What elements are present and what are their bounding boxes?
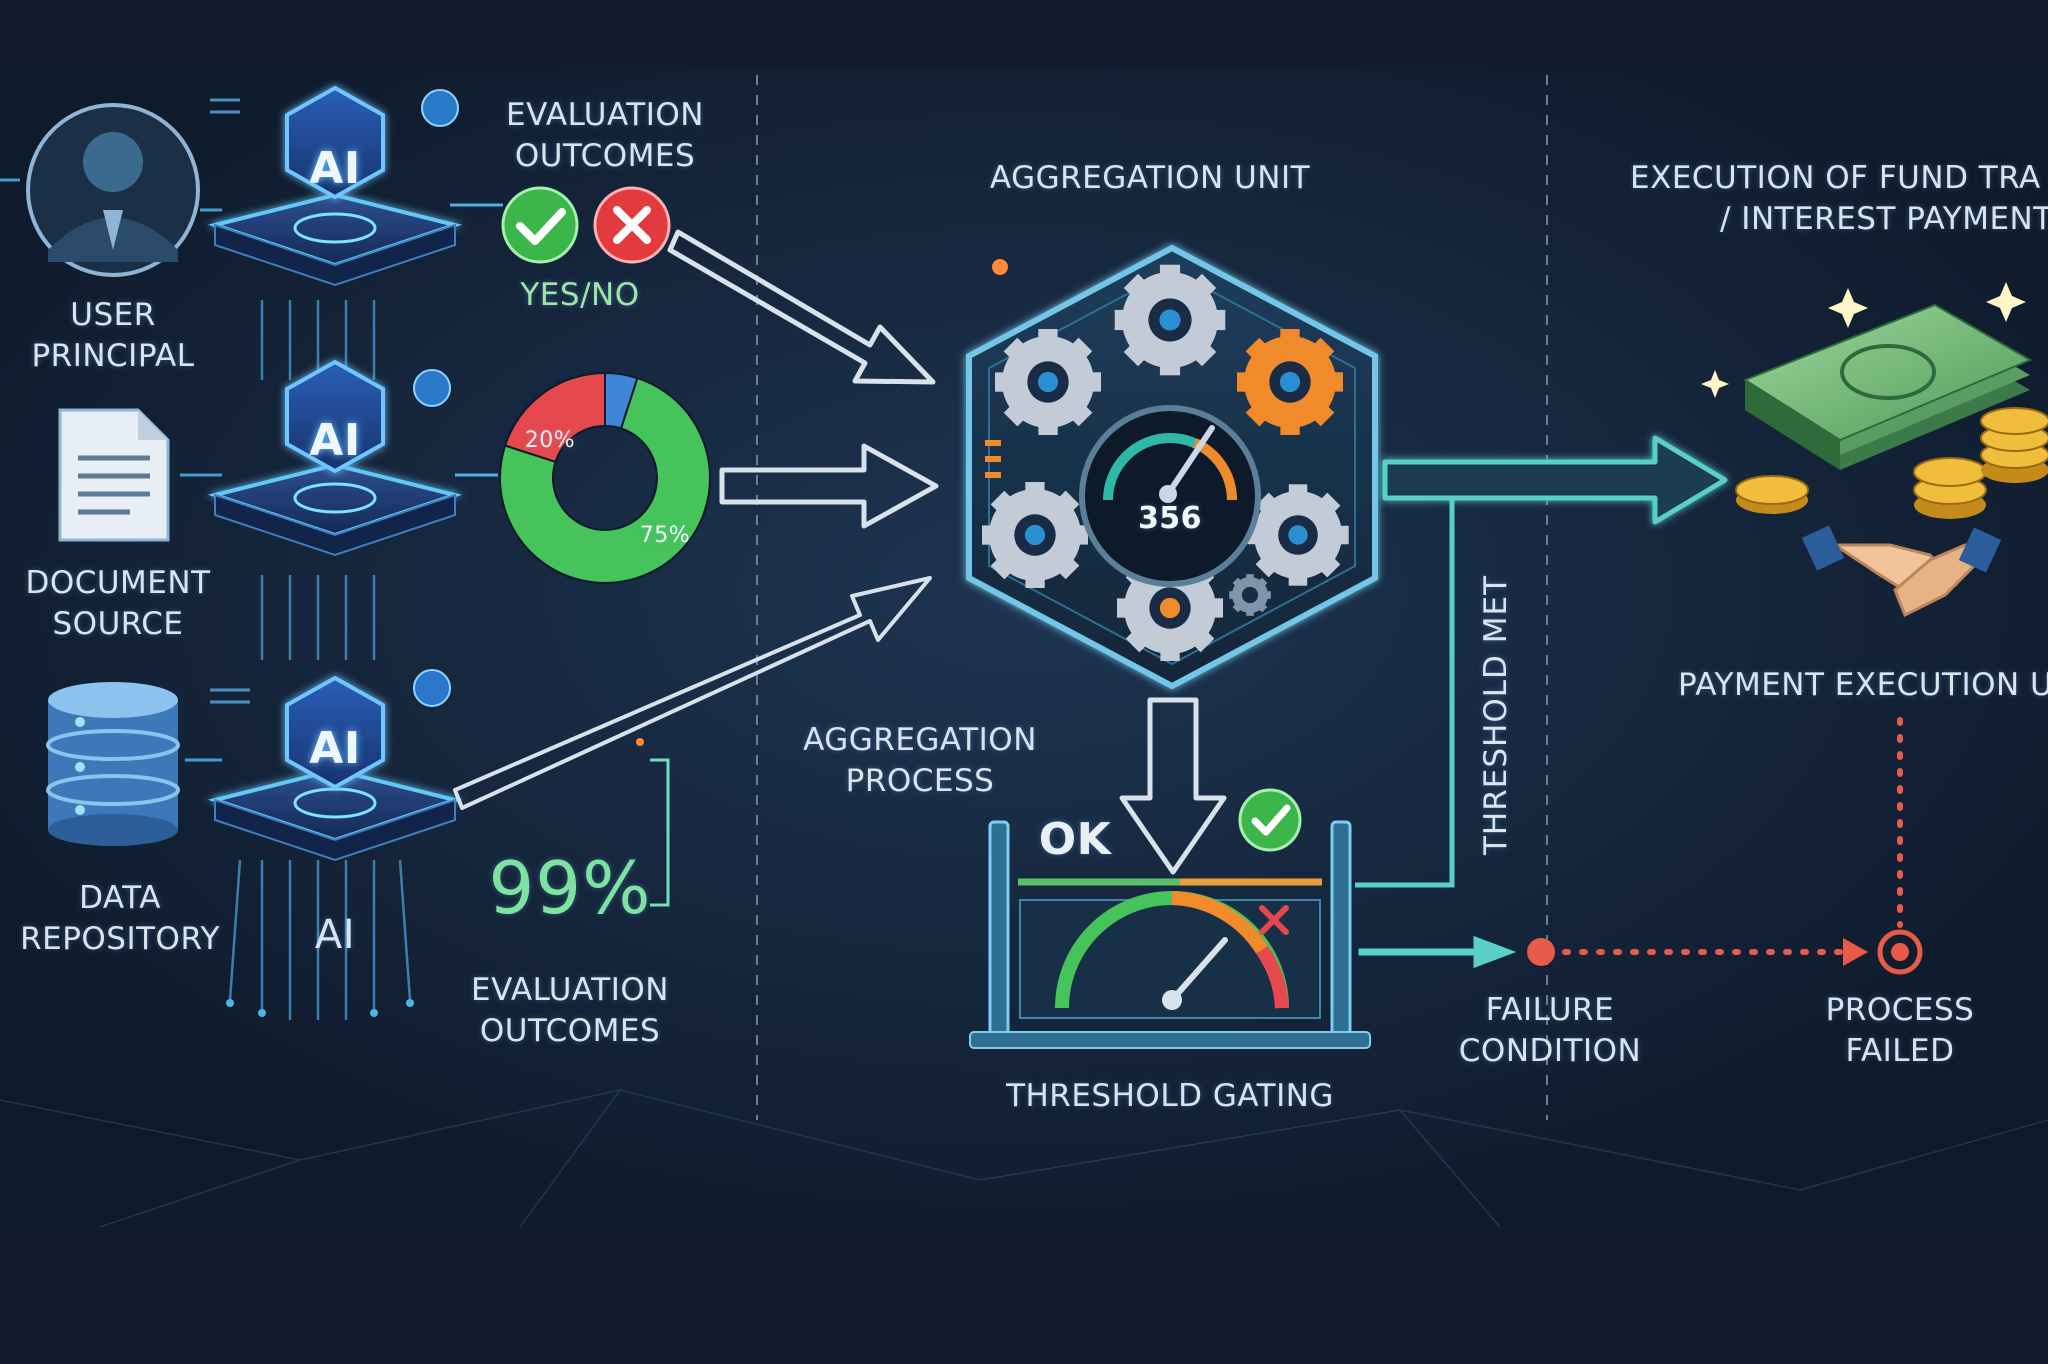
aggregation-score: 356 (1137, 501, 1203, 536)
arrow-to-failure (1358, 935, 1517, 969)
ai-node-2 (207, 359, 463, 557)
arrow-down-to-gating (1119, 697, 1227, 875)
threshold-gate (969, 820, 1371, 1049)
trace-dots (226, 999, 414, 1017)
gear-icon-5 (1247, 484, 1349, 586)
database-icon (46, 682, 180, 846)
coin-stack-icon (1735, 407, 2048, 519)
gear-icon-6 (1117, 555, 1223, 661)
ai-caption: AI (314, 912, 356, 958)
circuit-traces (228, 300, 412, 1020)
gate-cross-icon (1259, 905, 1289, 935)
aggregation-unit-title: AGGREGATION UNIT (989, 160, 1311, 196)
indicator-bars-left (985, 440, 1001, 478)
sparkle-icons (1701, 282, 2026, 398)
confidence-bracket (650, 758, 670, 907)
input-connectors (0, 178, 222, 762)
confidence-percent: 99% (488, 846, 652, 930)
signal-lines (210, 98, 250, 704)
arrow-to-payment (1382, 435, 1728, 525)
spark-dots (636, 259, 1008, 746)
donut-percent-red: 20% (524, 428, 576, 453)
cash-stack-icon (1742, 303, 2033, 470)
user-avatar-icon (26, 103, 200, 277)
threshold-met-label: THRESHOLD MET (1478, 574, 1514, 855)
arrow-middle (719, 443, 939, 529)
yes-check-icon (501, 186, 579, 264)
handshake-icon (1801, 525, 2002, 618)
yes-no-label: YES/NO (520, 277, 640, 313)
aggregation-gauge (1079, 405, 1261, 587)
gear-icon-2 (995, 329, 1101, 435)
gate-ok-label: OK (1038, 814, 1112, 865)
chat-bubble-icons (413, 89, 459, 707)
network-background (0, 1089, 2048, 1228)
execution-title: EXECUTION OF FUND TRA / INTEREST PAYMENT (1630, 160, 2048, 237)
arrow-bottom (453, 576, 932, 810)
gear-icon-4 (982, 482, 1088, 588)
ok-check-icon (1238, 788, 1302, 852)
gear-icon-3 (1237, 329, 1343, 435)
ai-node-label-2: AI (309, 415, 361, 466)
gear-icon-7 (1229, 574, 1271, 616)
gear-icon-1 (1114, 264, 1226, 376)
ai-node-3 (207, 675, 463, 862)
ai-node-1 (207, 85, 463, 287)
donut-percent-green: 75% (639, 523, 691, 548)
donut-chart (498, 371, 711, 584)
threshold-met-path (1355, 490, 1455, 888)
donut-slice-red (503, 371, 606, 464)
ai-node-label-1: AI (309, 143, 361, 194)
no-cross-icon (593, 186, 671, 264)
payment-execution-unit-label: PAYMENT EXECUTION U (1678, 667, 2048, 703)
ai-node-label-3: AI (309, 723, 361, 774)
failure-dotted-path (1527, 717, 1923, 975)
column-separators (756, 75, 1548, 1120)
gear-icons (982, 264, 1349, 661)
document-icon (58, 408, 170, 542)
arrow-top (667, 229, 936, 385)
threshold-gating-title: THRESHOLD GATING (1006, 1078, 1334, 1114)
donut-slice-green (498, 376, 711, 584)
outcome-arrows (453, 229, 939, 810)
